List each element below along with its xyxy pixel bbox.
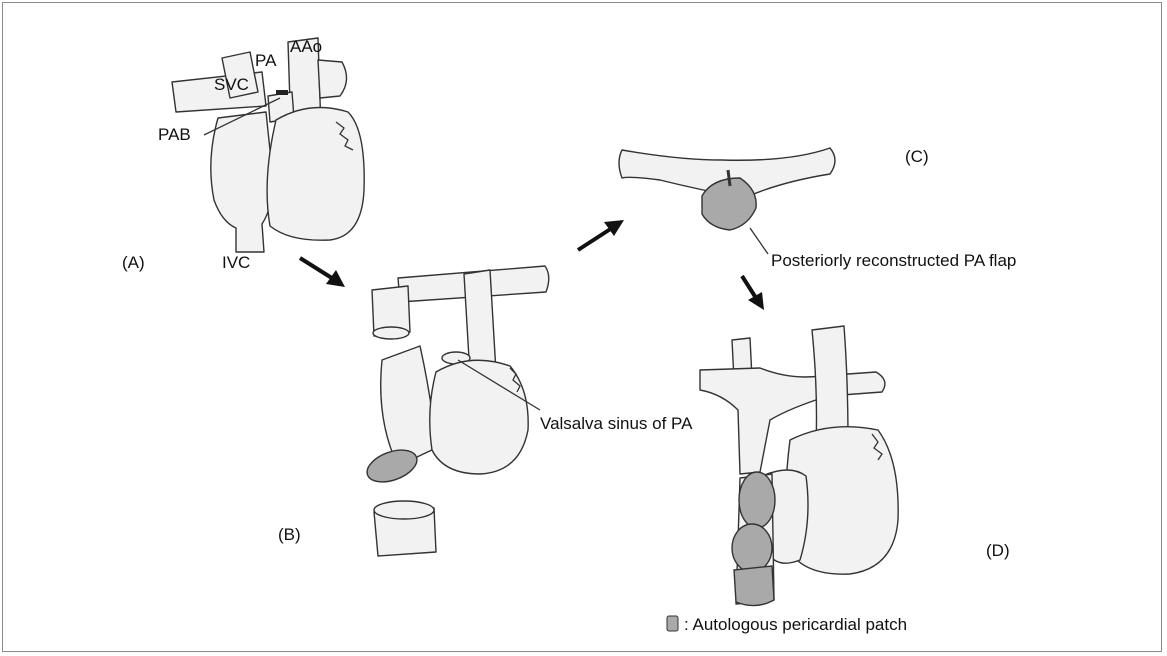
panel-b-heart [363,266,549,556]
panel-d-heart [700,326,898,606]
aorta-arch [318,60,347,98]
label-pa: PA [255,51,277,70]
panel-c-pa [619,148,835,230]
ventricles [267,108,364,241]
label-valsalva: Valsalva sinus of PA [540,414,693,433]
patch-upper [739,472,775,528]
ventricles-b [430,360,528,474]
arrow-c-to-d [742,276,764,310]
label-flap: Posteriorly reconstructed PA flap [771,251,1016,270]
label-panel-a: (A) [122,253,145,272]
arrow-b-to-c [578,220,624,250]
legend-text: : Autologous pericardial patch [684,615,907,634]
label-panel-b: (B) [278,525,301,544]
label-svc: SVC [214,75,249,94]
arrow-a-to-b [300,258,345,287]
ivc-cylinder-top [374,501,434,519]
label-panel-c: (C) [905,147,929,166]
label-ivc: IVC [222,253,250,272]
legend: : Autologous pericardial patch [667,615,907,634]
label-pab: PAB [158,125,191,144]
patch-lower [732,524,772,572]
pa-band [276,90,288,95]
legend-swatch [667,616,678,631]
svc-cylinder-end [373,327,409,339]
panel-a-heart [172,38,364,252]
patch-bottom [734,566,774,606]
right-atrium [211,112,273,252]
label-aao: AAo [290,37,322,56]
label-panel-d: (D) [986,541,1010,560]
flap-leader-line [750,228,768,254]
ra-cylinder [381,346,436,466]
